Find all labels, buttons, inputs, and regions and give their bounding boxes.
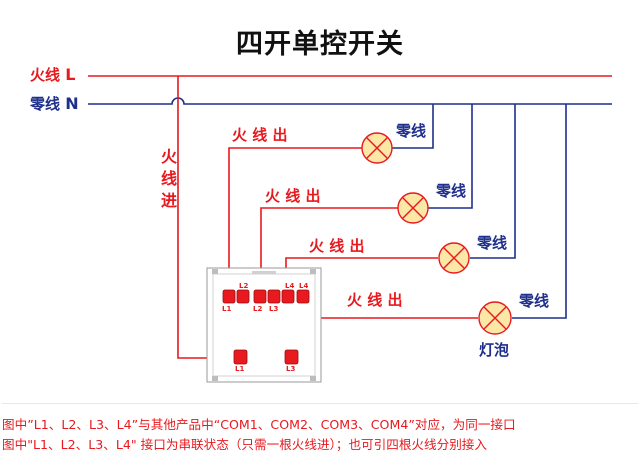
live-out-label-4: 火 线 出 — [347, 291, 403, 309]
neutral-wire-2 — [428, 104, 473, 209]
terminal-label-l3-sub: L3 — [269, 305, 279, 313]
terminal-label-l2-top: L2 — [239, 282, 249, 290]
top-terminals — [222, 289, 310, 304]
live-out-wire-1 — [228, 147, 363, 290]
footnote: 图中”L1、L2、L3、L4”与其他产品中“COM1、COM2、COM3、COM… — [2, 403, 638, 470]
terminal-label-l1-sub: L1 — [222, 305, 232, 313]
bulb-3 — [438, 242, 470, 274]
bulb-2 — [397, 192, 429, 224]
live-out-label-2: 火 线 出 — [265, 187, 321, 205]
diagram-title: 四开单控开关 — [236, 29, 404, 60]
bulb-label: 灯泡 — [479, 341, 510, 359]
neutral-label-4: 零线 — [519, 292, 550, 310]
bottom-terminals — [233, 349, 299, 365]
live-out-label-1: 火 线 出 — [232, 126, 288, 144]
live-in-label: 火 线 进 — [160, 147, 177, 210]
switch-body — [206, 267, 322, 383]
neutral-label-1: 零线 — [396, 122, 427, 140]
terminal-label-l2-sub: L2 — [253, 305, 263, 313]
neutral-line-label: 零线 N — [30, 94, 79, 113]
terminal-label-l1-bottom: L1 — [235, 365, 245, 373]
terminal-label-l4-sub: L4 — [299, 282, 309, 290]
footnote-line-1: 图中”L1、L2、L3、L4”与其他产品中“COM1、COM2、COM3、COM… — [2, 417, 516, 432]
live-out-label-3: 火 线 出 — [309, 237, 365, 255]
bulb-1 — [361, 132, 393, 164]
footnote-line-2: 图中"L1、L2、L3、L4" 接口为串联状态（只需一根火线进）；也可引四根火线… — [2, 437, 487, 452]
neutral-wire-3 — [470, 104, 516, 259]
neutral-wire-4 — [512, 104, 567, 319]
live-line-label: 火线 L — [30, 65, 76, 84]
neutral-main-line — [88, 97, 612, 105]
neutral-label-2: 零线 — [436, 182, 467, 200]
neutral-label-3: 零线 — [477, 234, 508, 252]
terminal-label-l3-bottom: L3 — [286, 365, 296, 373]
bulb-4 — [478, 301, 512, 335]
neutral-wire-1 — [392, 104, 434, 149]
terminal-label-l4-top: L4 — [285, 282, 295, 290]
live-out-wire-2 — [260, 207, 398, 290]
